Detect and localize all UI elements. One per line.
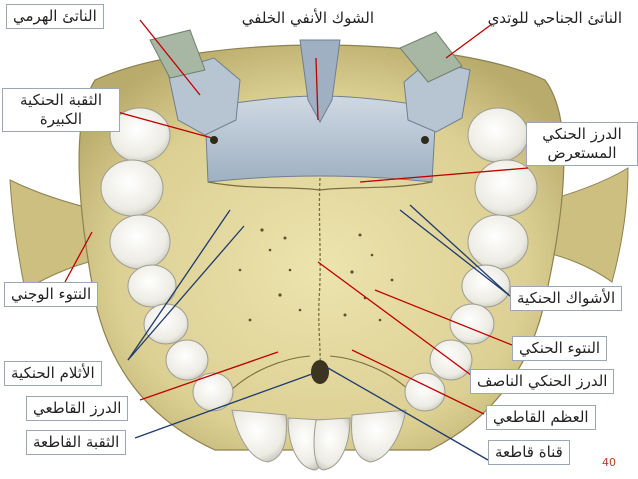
label-posterior-nasal-spine-line1: الشوك الأنفي [290, 9, 374, 27]
label-transverse-palatine-suture-line2: المستعرض [547, 144, 617, 162]
label-pterygoid-hamulus-line2: للوتدي [487, 9, 529, 27]
transverse-palatine-suture-line [207, 181, 433, 191]
vomer-spine-shape [299, 39, 341, 124]
pterygoid-plate-left [149, 29, 206, 79]
label-posterior-nasal-spine-line2: الخلفي [241, 9, 286, 27]
label-incisive-bone: العظم القاطعي [486, 405, 596, 430]
zygomatic-process-right [531, 167, 629, 283]
label-transverse-palatine-suture-line1: الدرز الحنكي [542, 125, 622, 143]
leader-lines-red [64, 19, 529, 415]
label-palatine-spines: الأشواك الحنكية [510, 286, 623, 311]
label-pterygoid-hamulus: الناتئ الجناحي للوتدي [488, 8, 622, 28]
palate-foramina-dots [210, 136, 429, 322]
label-incisive-foramen: الثقبة القاطعة [26, 430, 127, 455]
page-number: 40 [602, 456, 616, 469]
label-pterygoid-hamulus-line1: الناتئ الجناحي [533, 9, 622, 27]
label-zygomatic-process: النتوء الوجني [4, 282, 99, 307]
label-incisive-canal: قناة قاطعة [488, 440, 570, 465]
label-palatine-process: النتوء الحنكي [512, 336, 608, 361]
label-median-palatine-suture: الدرز الحنكي الناصف [470, 369, 615, 394]
pterygoid-plate-right [399, 31, 463, 83]
label-transverse-palatine-suture: الدرز الحنكي المستعرض [526, 122, 638, 166]
teeth-left [100, 107, 325, 471]
incisive-foramen-shape [311, 360, 329, 384]
leader-lines-navy [127, 204, 511, 461]
pterygoid-leader-line [445, 23, 493, 59]
label-pyramidal-process: الناتئ الهرمي [6, 4, 104, 29]
label-greater-palatine-foramen-line1: الثقبة الحنكية [20, 91, 102, 109]
label-greater-palatine-foramen-line2: الكبيرة [39, 110, 83, 128]
median-palatine-suture-line [318, 177, 321, 373]
label-posterior-nasal-spine: الشوك الأنفي الخلفي [242, 8, 374, 28]
label-greater-palatine-foramen: الثقبة الحنكية الكبيرة [2, 88, 120, 132]
label-incisive-suture: الدرز القاطعي [26, 396, 129, 421]
label-palatine-grooves: الأثلام الحنكية [4, 361, 102, 386]
